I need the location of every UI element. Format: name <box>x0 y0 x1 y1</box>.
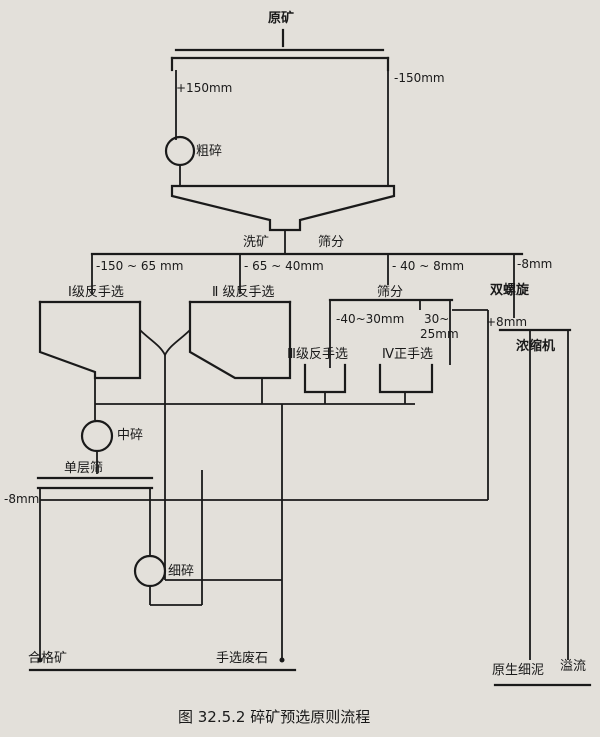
waste-cross <box>139 329 191 358</box>
range-40-30-label: -40~30mm <box>336 312 405 326</box>
plus150-label: +150mm <box>176 81 233 95</box>
hand-sort-4-label: Ⅳ正手选 <box>382 347 433 362</box>
waste-dot <box>279 657 285 663</box>
overflow-output: 溢流 <box>560 659 587 674</box>
qualified-ore-output: 合格矿 <box>28 651 68 666</box>
figure-caption: 图 32.5.2 碎矿预选原则流程 <box>178 708 371 726</box>
fine-crusher-circle <box>133 554 167 588</box>
screen2-label: 筛分 <box>377 285 404 300</box>
hand-sort-2-bin <box>188 300 292 380</box>
wash-funnel <box>170 184 396 232</box>
hand-sort-3-label: Ⅲ级反手选 <box>287 347 348 362</box>
range-150-65-label: -150 ~ 65 mm <box>96 259 184 273</box>
minus8-left-label: -8mm <box>4 492 40 506</box>
double-spiral-label: 双螺旋 <box>490 283 530 298</box>
screen-label: 筛分 <box>318 235 345 250</box>
minus150-label: -150mm <box>394 71 445 85</box>
raw-slime-output: 原生细泥 <box>492 663 545 678</box>
coarse-crusher-circle <box>164 135 196 167</box>
medium-crush-label: 中碎 <box>117 428 144 443</box>
hand-waste-output: 手选废石 <box>216 651 269 666</box>
qualified-ore-dot <box>37 657 43 663</box>
single-screen-label: 单层筛 <box>64 461 104 476</box>
medium-crusher-circle <box>80 419 114 453</box>
range-30-25-b-label: 25mm <box>420 327 459 341</box>
hand-sort-4-box <box>378 363 434 394</box>
range-30-25-a-label: 30~ <box>424 312 450 326</box>
wash-label: 洗矿 <box>243 235 270 250</box>
hand-sort-2-label: Ⅱ 级反手选 <box>212 285 275 300</box>
range-65-40-label: - 65 ~ 40mm <box>244 259 324 273</box>
raw-ore-label: 原矿 <box>268 11 295 26</box>
coarse-crush-label: 粗碎 <box>196 144 223 159</box>
minus8-right-label: -8mm <box>517 257 553 271</box>
thickener-label: 浓缩机 <box>516 339 556 354</box>
hand-sort-1-bin <box>38 300 142 380</box>
range-40-8-label: - 40 ~ 8mm <box>392 259 465 273</box>
hand-sort-3-box <box>303 363 347 394</box>
fine-crush-label: 细碎 <box>168 564 195 579</box>
plus8-label: +8mm <box>486 315 528 329</box>
hand-sort-1-label: Ⅰ级反手选 <box>68 285 124 300</box>
